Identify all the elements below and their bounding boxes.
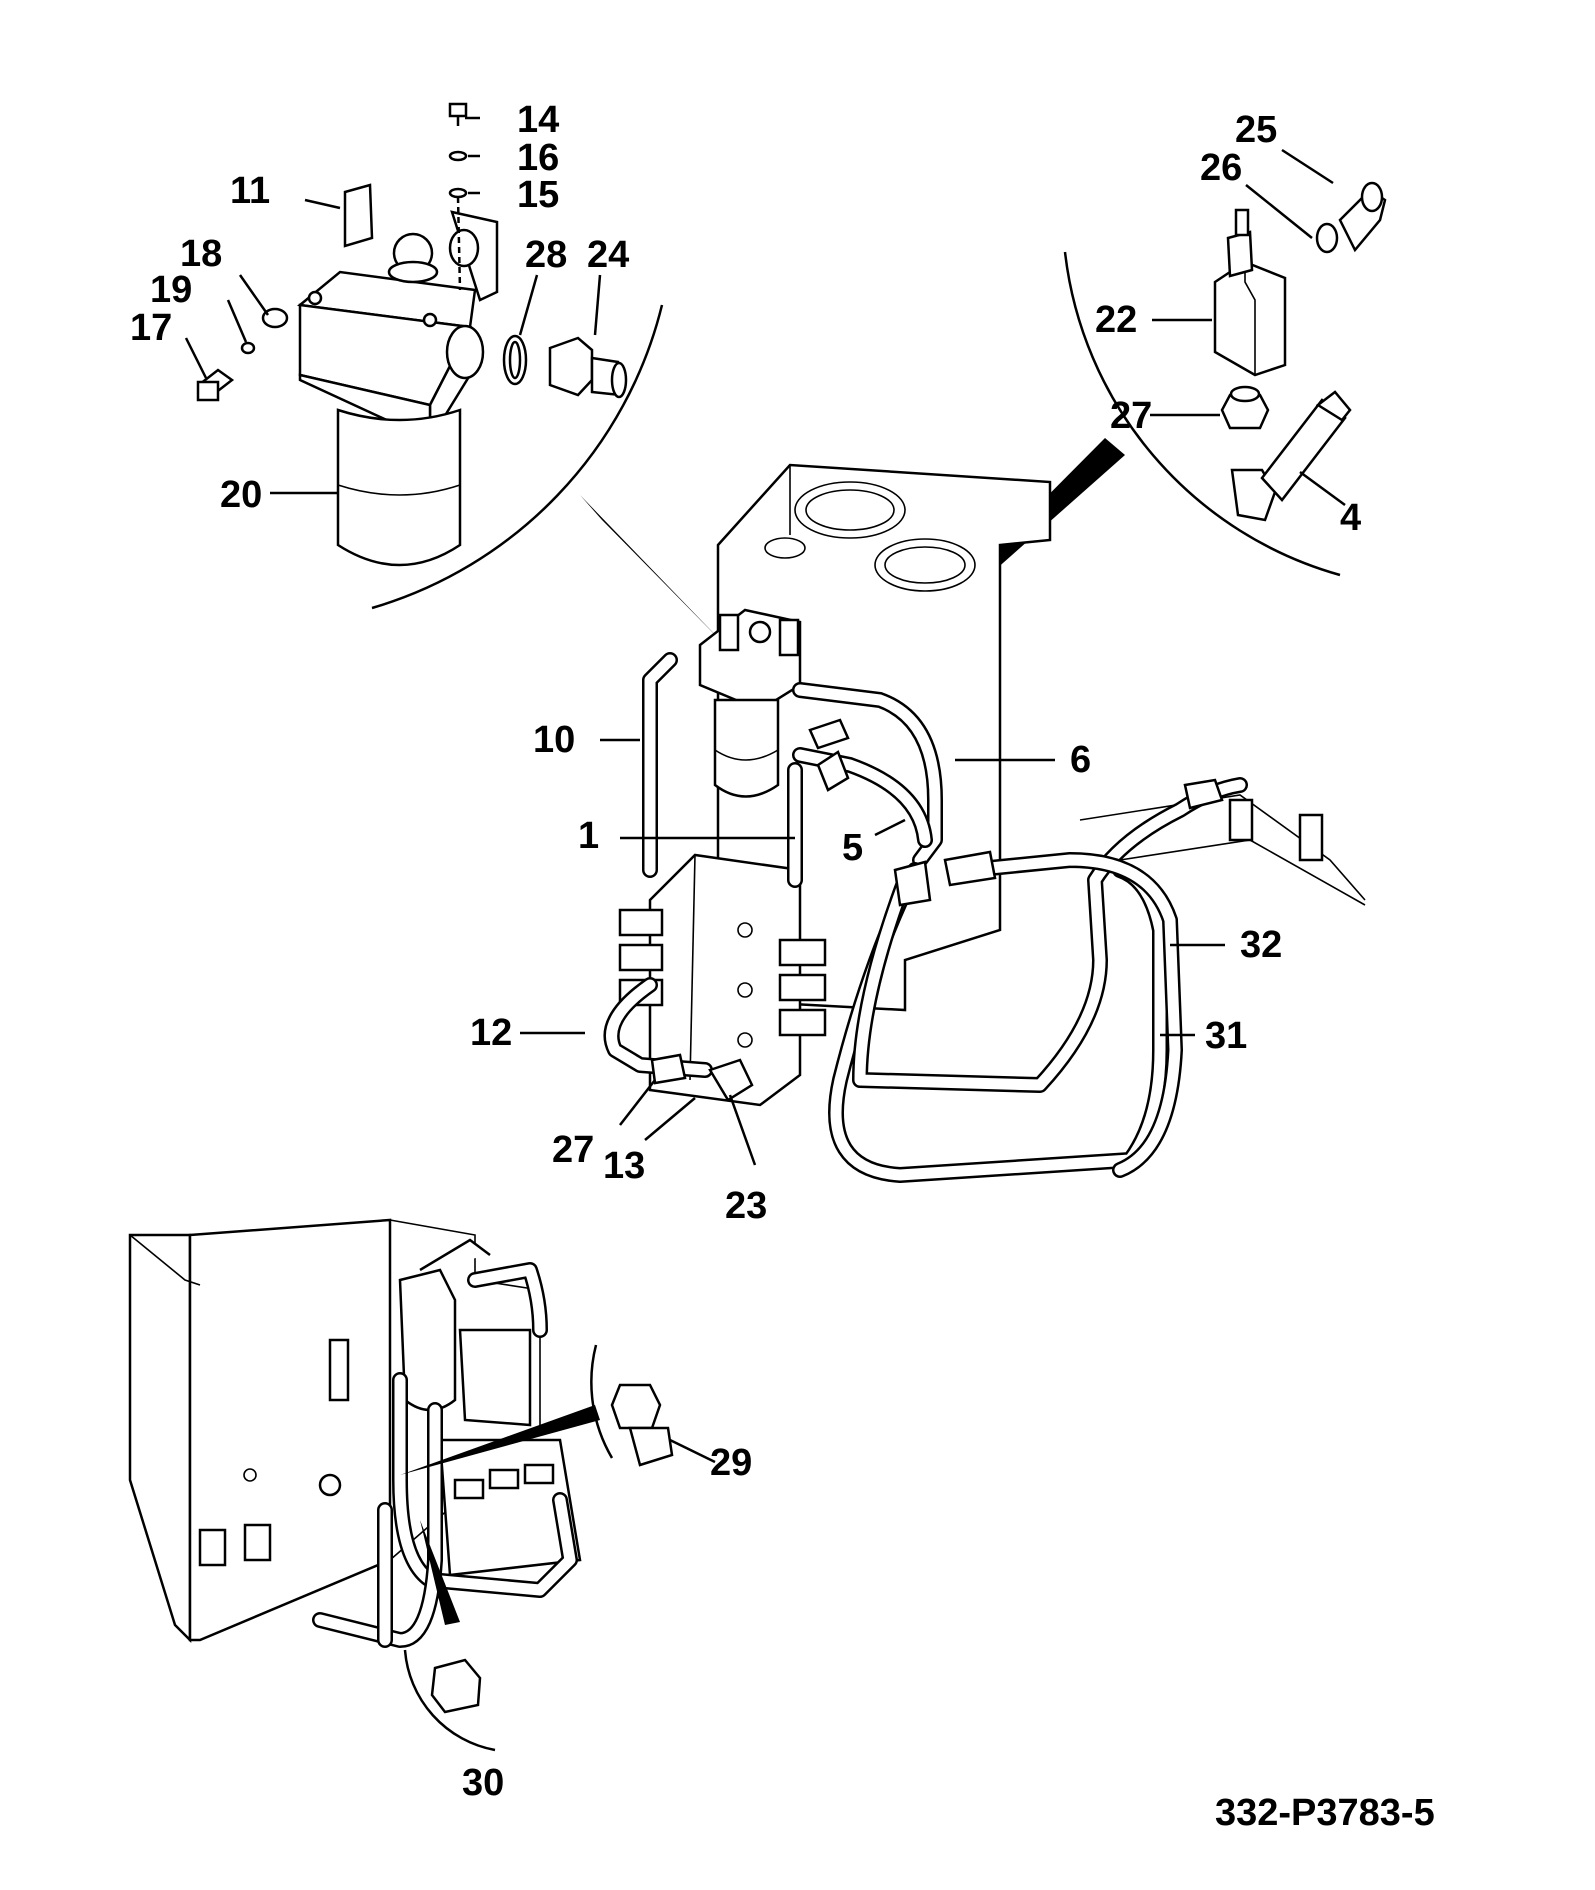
callout-30: 30 [462,1762,504,1804]
callout-4: 4 [1340,497,1361,539]
callout-27-top: 27 [1110,395,1152,437]
callout-20: 20 [220,474,262,516]
callout-28: 28 [525,234,567,276]
callout-6: 6 [1070,739,1091,781]
callout-5: 5 [842,827,863,869]
callout-11: 11 [230,170,270,212]
callout-19: 19 [150,269,192,311]
callout-10: 10 [533,719,575,761]
callout-18: 18 [180,233,222,275]
callout-22: 22 [1095,299,1137,341]
callout-24: 24 [587,234,629,276]
callout-29: 29 [710,1442,752,1484]
callout-23: 23 [725,1185,767,1227]
callout-12: 12 [470,1012,512,1054]
leader-lines [184,116,1346,1464]
main-assembly [603,463,1366,1183]
drawing-reference: 332-P3783-5 [1215,1792,1435,1834]
callout-15: 15 [517,174,559,216]
callout-labels: 14 16 15 11 18 19 17 20 28 24 25 26 22 2… [130,99,1361,1804]
callout-17: 17 [130,307,172,349]
callout-25: 25 [1235,109,1277,151]
callout-32: 32 [1240,924,1282,966]
callout-13: 13 [603,1145,645,1187]
callout-14: 14 [517,99,559,141]
callout-16: 16 [517,137,559,179]
lower-left-view [128,1218,674,1752]
filter-detail-view [196,102,725,645]
callout-26: 26 [1200,147,1242,189]
callout-31: 31 [1205,1015,1247,1057]
callout-1: 1 [578,815,599,857]
callout-27-main: 27 [552,1129,594,1171]
